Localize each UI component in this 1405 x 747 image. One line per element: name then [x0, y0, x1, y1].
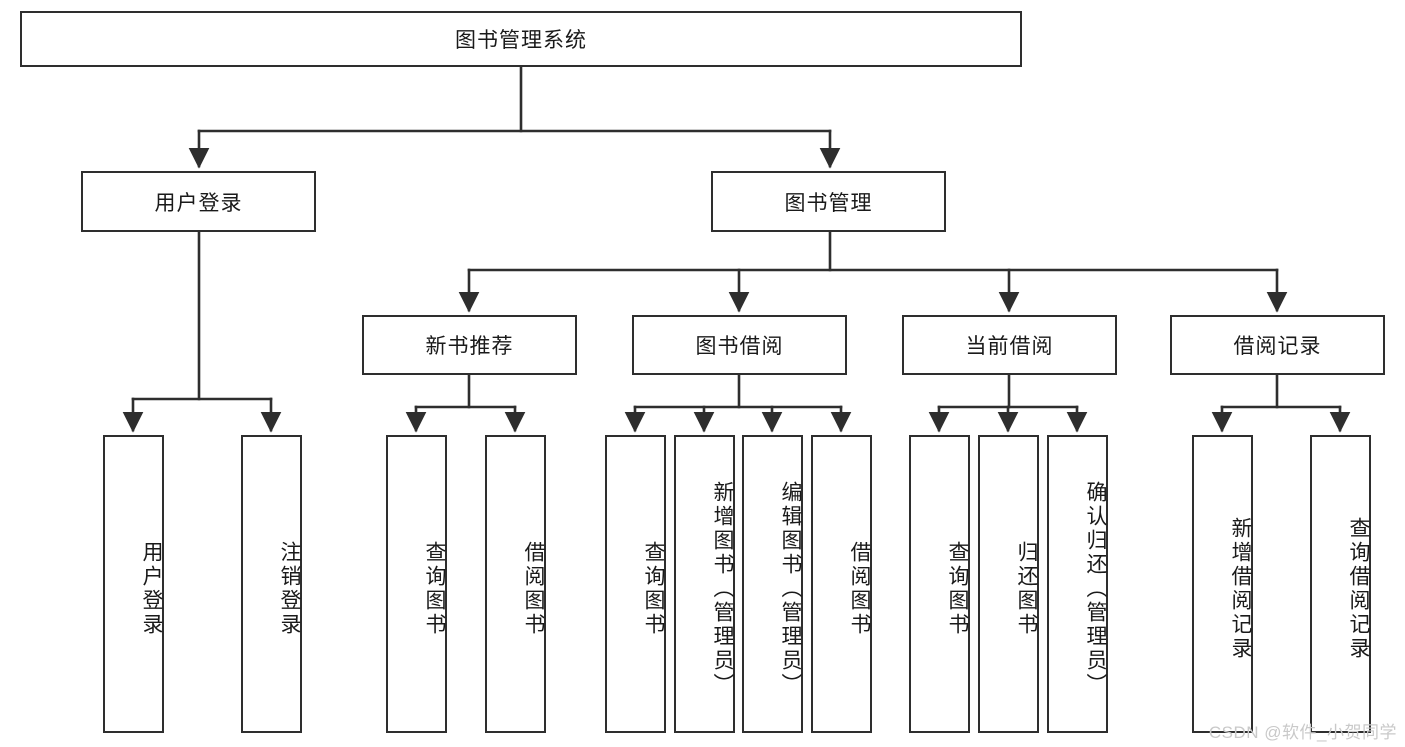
leaf-label: 借阅图书 — [522, 541, 545, 637]
leaf-book-borrow-borrow[interactable]: 借阅图书 — [811, 435, 872, 733]
leaf-new-book-query[interactable]: 查询图书 — [386, 435, 447, 733]
leaf-user-login-logout[interactable]: 注销登录 — [241, 435, 302, 733]
node-book-manage[interactable]: 图书管理 — [711, 171, 946, 232]
leaf-book-borrow-query[interactable]: 查询图书 — [605, 435, 666, 733]
node-current-borrow[interactable]: 当前借阅 — [902, 315, 1117, 375]
leaf-label: 新增借阅记录 — [1229, 517, 1252, 661]
leaf-book-borrow-add[interactable]: 新增图书（管理员） — [674, 435, 735, 733]
node-new-book-recommend[interactable]: 新书推荐 — [362, 315, 577, 375]
node-new-book-recommend-label: 新书推荐 — [425, 335, 514, 358]
leaf-label: 查询图书 — [946, 541, 969, 637]
leaf-borrow-record-query[interactable]: 查询借阅记录 — [1310, 435, 1371, 733]
leaf-label: 确认归还（管理员） — [1084, 481, 1107, 697]
leaf-label: 注销登录 — [278, 541, 301, 637]
node-book-borrow-label: 图书借阅 — [695, 335, 784, 358]
node-current-borrow-label: 当前借阅 — [965, 335, 1054, 358]
node-user-login-label: 用户登录 — [154, 191, 243, 215]
leaf-label: 归还图书 — [1015, 541, 1038, 637]
node-root-label: 图书管理系统 — [455, 29, 587, 52]
leaf-user-login-login[interactable]: 用户登录 — [103, 435, 164, 733]
leaf-current-borrow-confirm[interactable]: 确认归还（管理员） — [1047, 435, 1108, 733]
leaf-current-borrow-return[interactable]: 归还图书 — [978, 435, 1039, 733]
node-borrow-record[interactable]: 借阅记录 — [1170, 315, 1385, 375]
leaf-current-borrow-query[interactable]: 查询图书 — [909, 435, 970, 733]
leaf-new-book-borrow[interactable]: 借阅图书 — [485, 435, 546, 733]
leaf-label: 查询图书 — [642, 541, 665, 637]
leaf-label: 借阅图书 — [848, 541, 871, 637]
node-root[interactable]: 图书管理系统 — [20, 11, 1022, 67]
leaf-label: 编辑图书（管理员） — [779, 481, 802, 697]
leaf-label: 查询借阅记录 — [1347, 517, 1370, 661]
leaf-label: 新增图书（管理员） — [711, 481, 734, 697]
leaf-label: 查询图书 — [423, 541, 446, 637]
leaf-book-borrow-edit[interactable]: 编辑图书（管理员） — [742, 435, 803, 733]
node-user-login[interactable]: 用户登录 — [81, 171, 316, 232]
node-borrow-record-label: 借阅记录 — [1233, 335, 1322, 358]
node-book-borrow[interactable]: 图书借阅 — [632, 315, 847, 375]
leaf-label: 用户登录 — [140, 541, 163, 637]
leaf-borrow-record-add[interactable]: 新增借阅记录 — [1192, 435, 1253, 733]
node-book-manage-label: 图书管理 — [784, 191, 873, 215]
